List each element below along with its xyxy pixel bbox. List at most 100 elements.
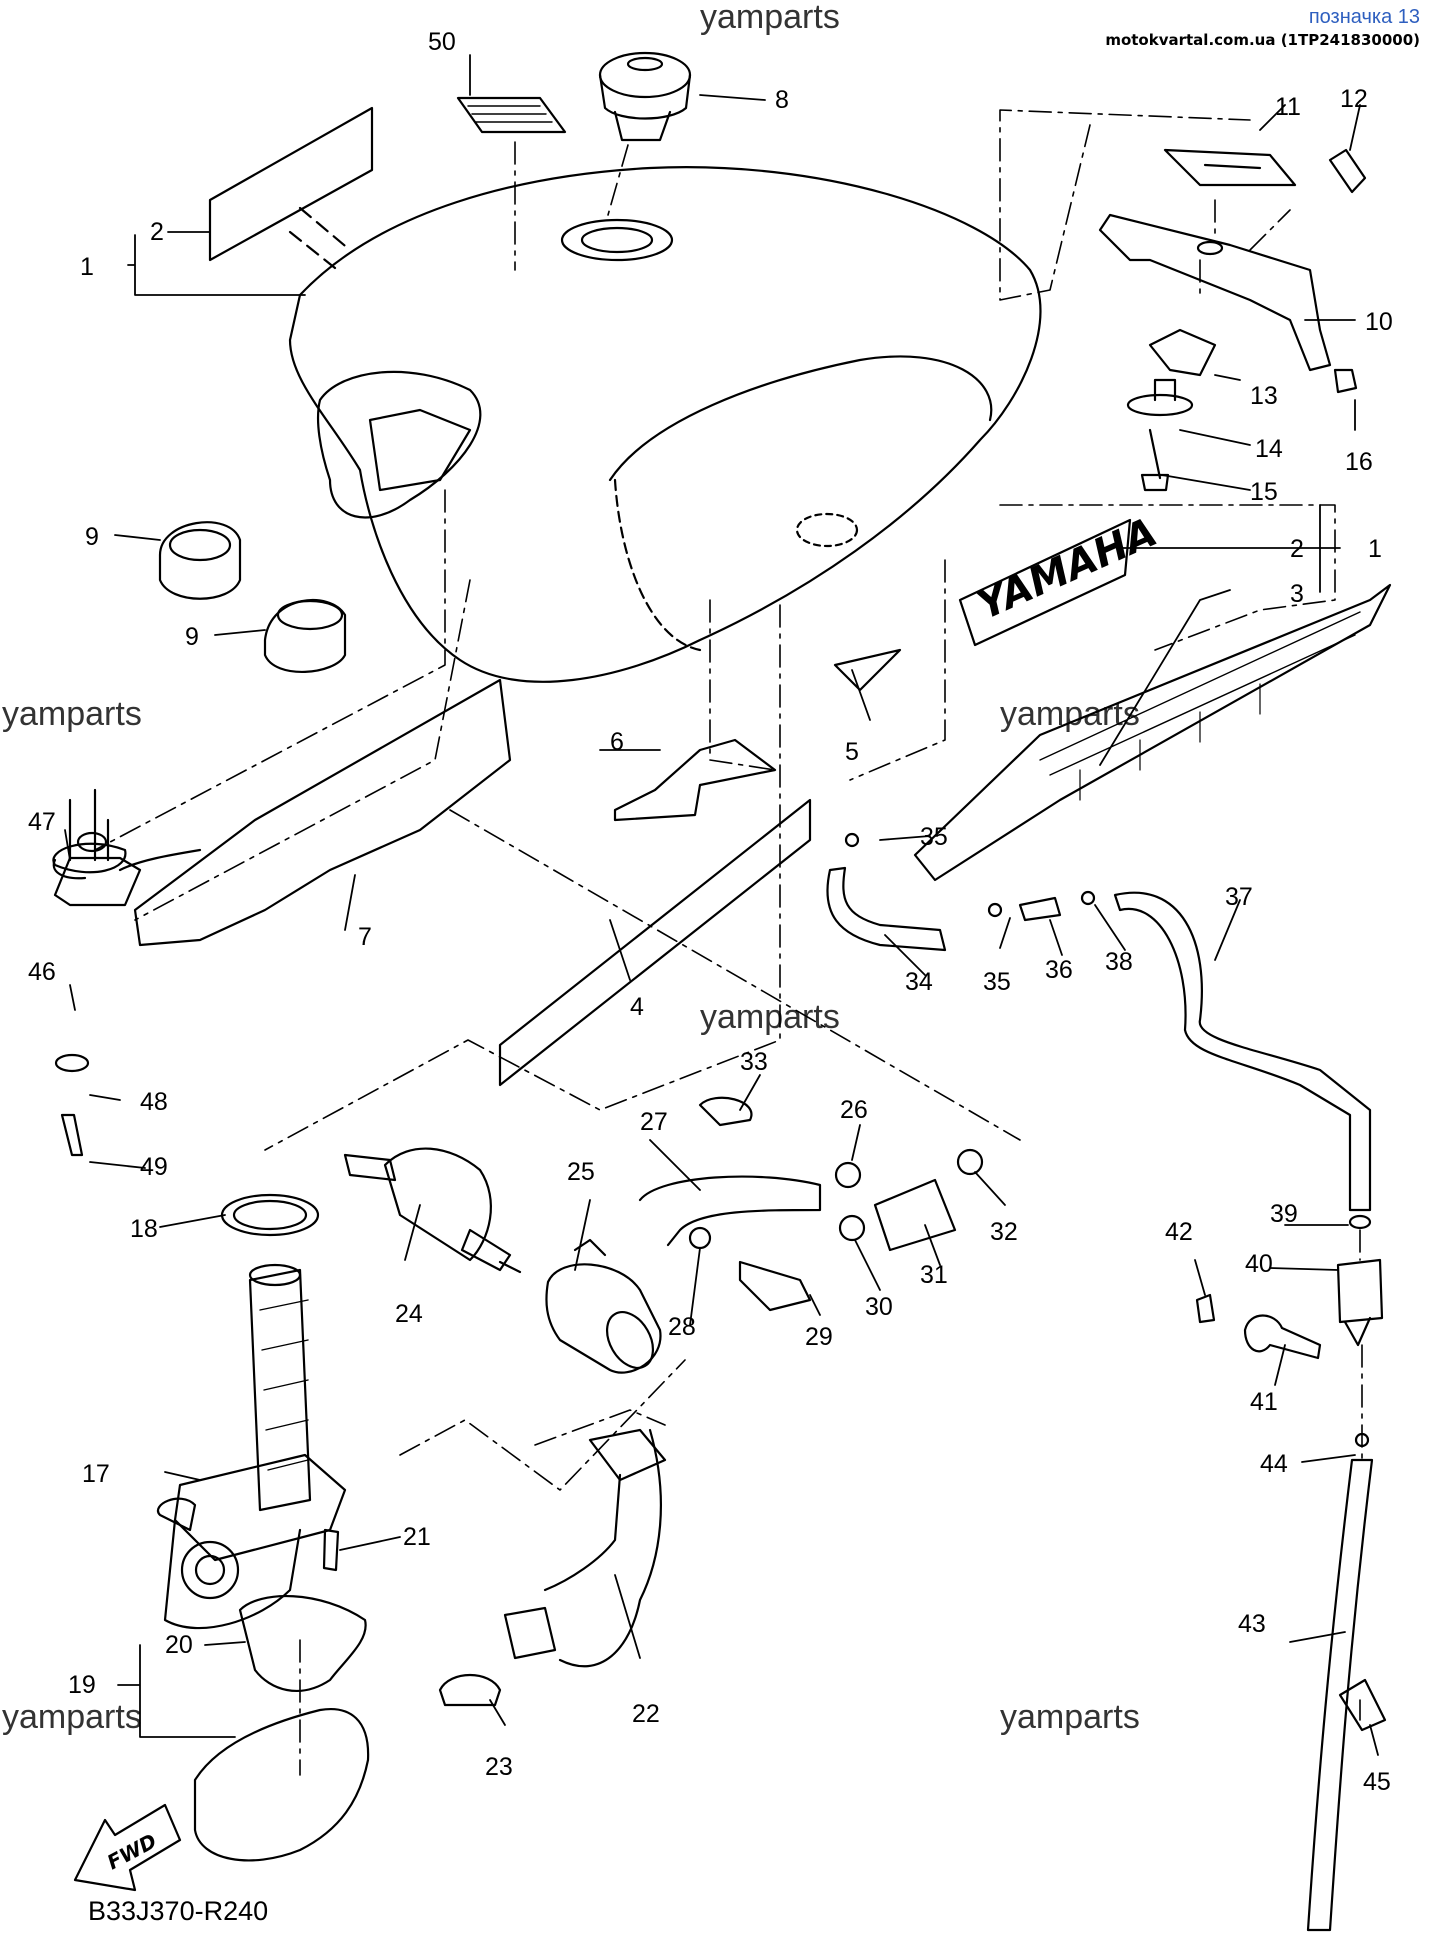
leader-lines [64, 54, 1379, 1756]
clamp-32 [956, 1148, 984, 1176]
yamaha-text: YAMAHA [970, 509, 1163, 629]
hose-37 [1113, 891, 1372, 1212]
label-4[interactable]: 4 [630, 993, 644, 1021]
label-3[interactable]: 3 [1290, 580, 1304, 608]
label-41[interactable]: 41 [1250, 1388, 1278, 1416]
label-44[interactable]: 44 [1260, 1450, 1288, 1478]
inline-filter-group [1195, 1214, 1387, 1732]
fwd-arrow[interactable]: FWD [73, 1803, 182, 1892]
part-number-labels: 50 8 2 1 11 12 10 13 14 16 15 2 1 3 9 9 … [28, 28, 1393, 1796]
label-12[interactable]: 12 [1340, 85, 1368, 113]
label-21[interactable]: 21 [403, 1523, 431, 1551]
label-29[interactable]: 29 [805, 1323, 833, 1351]
label-2-left[interactable]: 2 [150, 218, 164, 246]
label-17[interactable]: 17 [82, 1460, 110, 1488]
label-43[interactable]: 43 [1238, 1610, 1266, 1638]
label-36[interactable]: 36 [1045, 956, 1073, 984]
sheet-label-link[interactable]: позначка 13 [1308, 6, 1420, 28]
label-48[interactable]: 48 [140, 1088, 168, 1116]
label-16[interactable]: 16 [1345, 448, 1373, 476]
gasket-47 [52, 842, 127, 874]
label-26[interactable]: 26 [840, 1096, 868, 1124]
label-33[interactable]: 33 [740, 1048, 768, 1076]
caps-9 [158, 521, 347, 674]
hose-34 [826, 866, 947, 952]
label-8[interactable]: 8 [775, 86, 789, 114]
label-37[interactable]: 37 [1225, 883, 1253, 911]
pad-7 [133, 678, 512, 947]
watermark-right-upper: yamparts [1000, 695, 1140, 733]
screw-21 [322, 1528, 340, 1572]
label-45[interactable]: 45 [1363, 1768, 1391, 1796]
fuel-tank [288, 166, 1042, 683]
label-50[interactable]: 50 [428, 28, 456, 56]
label-31[interactable]: 31 [920, 1261, 948, 1289]
tank-side-cover [913, 583, 1392, 882]
diagram-code: B33J370-R240 [88, 1896, 268, 1926]
clamp-30 [838, 1214, 866, 1242]
label-10[interactable]: 10 [1365, 308, 1393, 336]
clip-23 [438, 1673, 502, 1707]
union-29 [738, 1260, 812, 1312]
guard-19 [193, 1708, 370, 1862]
label-47[interactable]: 47 [28, 808, 56, 836]
label-22[interactable]: 22 [632, 1700, 660, 1728]
label-15[interactable]: 15 [1250, 478, 1278, 506]
label-6[interactable]: 6 [610, 728, 624, 756]
label-13[interactable]: 13 [1250, 382, 1278, 410]
assembly-lines [94, 109, 1363, 1776]
o-ring-18-inner [232, 1199, 308, 1231]
label-18[interactable]: 18 [130, 1215, 158, 1243]
clamp-26 [834, 1161, 862, 1189]
sheet-header: позначка 13 motokvartal.com.ua (1TP24183… [1105, 6, 1420, 49]
clamp-28 [688, 1226, 712, 1250]
label-7[interactable]: 7 [358, 923, 372, 951]
label-1-right[interactable]: 1 [1368, 535, 1382, 563]
guard-20 [238, 1595, 367, 1692]
watermark-center: yamparts [700, 998, 840, 1036]
label-9-upper[interactable]: 9 [85, 523, 99, 551]
label-1-left[interactable]: 1 [80, 253, 94, 281]
label-28[interactable]: 28 [668, 1313, 696, 1341]
watermark-top: yamparts [700, 0, 840, 36]
emblem-plate [456, 96, 567, 134]
label-24[interactable]: 24 [395, 1300, 423, 1328]
label-30[interactable]: 30 [865, 1293, 893, 1321]
hose-31 [873, 1178, 957, 1252]
hose-27 [638, 1175, 822, 1247]
label-5[interactable]: 5 [845, 738, 859, 766]
fwd-label: FWD [103, 1829, 160, 1875]
label-40[interactable]: 40 [1245, 1250, 1273, 1278]
pad-5 [833, 648, 902, 692]
label-35-upper[interactable]: 35 [920, 823, 948, 851]
label-46[interactable]: 46 [28, 958, 56, 986]
label-42[interactable]: 42 [1165, 1218, 1193, 1246]
label-9-lower[interactable]: 9 [185, 623, 199, 651]
harness-22 [503, 1428, 667, 1668]
label-27[interactable]: 27 [640, 1108, 668, 1136]
joint-36 [1018, 896, 1062, 922]
label-11[interactable]: 11 [1275, 93, 1301, 121]
label-39[interactable]: 39 [1270, 1200, 1298, 1228]
clip-38 [1080, 890, 1096, 906]
label-2-right[interactable]: 2 [1290, 535, 1304, 563]
label-35-lower[interactable]: 35 [983, 968, 1011, 996]
fuel-cock [156, 1263, 347, 1630]
label-19[interactable]: 19 [68, 1671, 96, 1699]
hose-43 [1306, 1458, 1374, 1932]
label-34[interactable]: 34 [905, 968, 933, 996]
label-38[interactable]: 38 [1105, 948, 1133, 976]
label-23[interactable]: 23 [485, 1753, 513, 1781]
label-49[interactable]: 49 [140, 1153, 168, 1181]
watermark-right-lower: yamparts [1000, 1698, 1140, 1736]
label-20[interactable]: 20 [165, 1631, 193, 1659]
label-25[interactable]: 25 [567, 1158, 595, 1186]
watermarks: yamparts yamparts yamparts yamparts yamp… [2, 0, 1140, 1736]
label-32[interactable]: 32 [990, 1218, 1018, 1246]
label-14[interactable]: 14 [1255, 435, 1283, 463]
watermark-left-lower: yamparts [2, 1698, 142, 1736]
watermark-left-upper: yamparts [2, 695, 142, 733]
clip-35a [844, 832, 860, 848]
